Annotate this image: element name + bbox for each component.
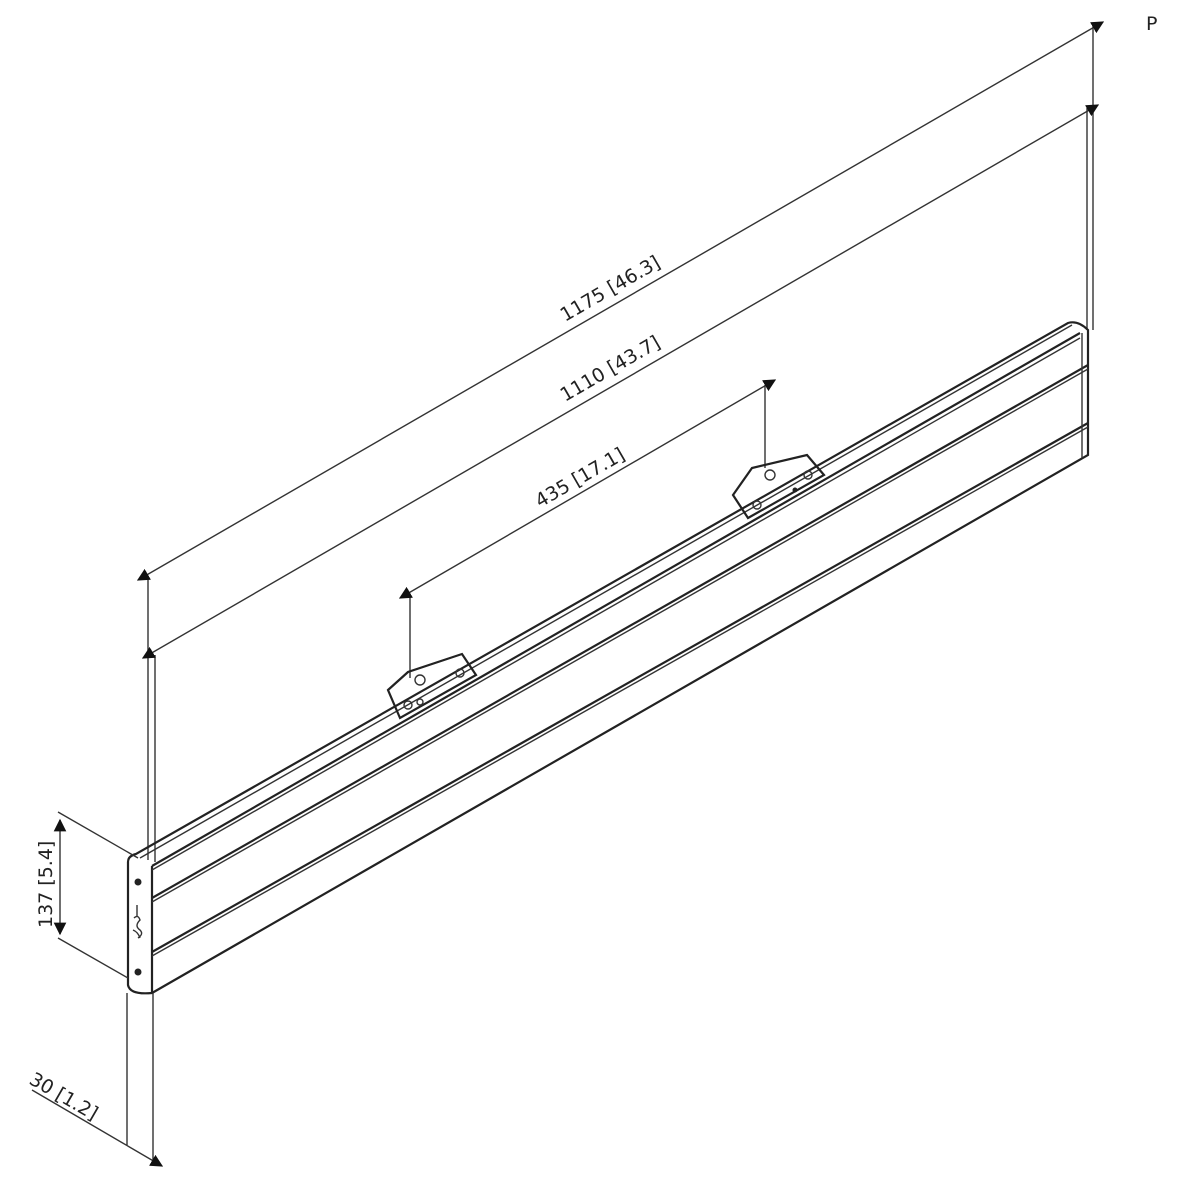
dimension-height: 137 [5.4] bbox=[35, 811, 139, 979]
bracket-right bbox=[731, 453, 826, 520]
screw-hole-icon bbox=[134, 968, 142, 976]
depth-label: 30 [1.2] bbox=[26, 1068, 102, 1125]
height-label: 137 [5.4] bbox=[35, 841, 57, 928]
corner-label: P bbox=[1146, 13, 1157, 35]
overall-length-label: 1175 [46.3] bbox=[557, 252, 665, 327]
dimension-inner-length: 1110 [43.7] bbox=[141, 104, 1100, 862]
mounting-rail bbox=[126, 321, 1090, 995]
bracket-spacing-label: 435 [17.1] bbox=[532, 444, 629, 513]
bracket-left bbox=[386, 652, 478, 720]
inner-length-label: 1110 [43.7] bbox=[557, 332, 665, 407]
dimension-depth: 30 [1.2] bbox=[26, 993, 164, 1167]
logo-icon bbox=[132, 905, 143, 939]
screw-hole-icon bbox=[134, 878, 142, 886]
dimension-bracket-spacing: 435 [17.1] bbox=[398, 379, 777, 678]
dimension-overall-length: 1175 [46.3] bbox=[136, 21, 1105, 860]
